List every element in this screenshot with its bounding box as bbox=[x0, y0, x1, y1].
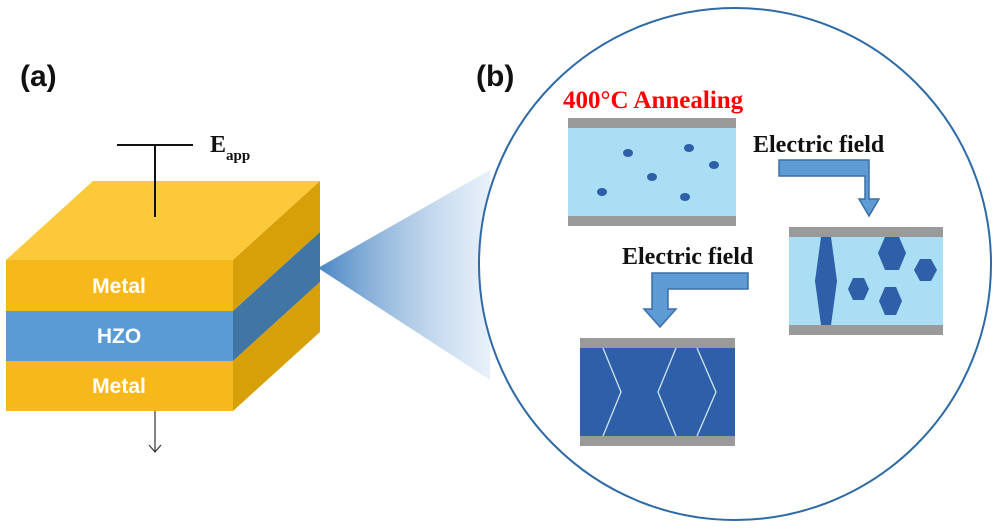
film-layer bbox=[568, 128, 736, 216]
ground-lead bbox=[148, 411, 162, 453]
electrode-top bbox=[580, 338, 735, 348]
metal-bottom-layer bbox=[6, 361, 233, 411]
metal-top-layer bbox=[6, 260, 233, 311]
metal-top-face bbox=[6, 181, 320, 260]
voltage-terminal bbox=[117, 144, 193, 217]
field-label-1: Electric field bbox=[753, 132, 885, 158]
electrode-top bbox=[568, 118, 736, 128]
film-switched bbox=[580, 338, 735, 446]
polar-domains bbox=[815, 237, 937, 325]
nucleation-sites bbox=[597, 144, 719, 201]
hzo-side bbox=[233, 232, 320, 361]
hzo-layer bbox=[6, 311, 233, 361]
electrode-top bbox=[789, 227, 943, 237]
electrode-bottom bbox=[580, 436, 735, 446]
voltage-label: Eapp bbox=[210, 132, 250, 164]
film-domain-growth bbox=[789, 227, 943, 335]
panel-label-a: (a) bbox=[20, 60, 57, 93]
field-arrow-1 bbox=[778, 159, 881, 218]
film-annealed bbox=[568, 118, 736, 226]
field-label-2: Electric field bbox=[622, 244, 754, 270]
annealing-label: 400°C Annealing bbox=[563, 87, 744, 114]
electrode-bottom bbox=[568, 216, 736, 226]
field-arrow-2 bbox=[642, 272, 749, 329]
metal-bottom-side bbox=[233, 282, 320, 411]
electrode-bottom bbox=[789, 325, 943, 335]
panel-label-b: (b) bbox=[476, 60, 514, 93]
domain-walls bbox=[602, 347, 717, 437]
metal-top-side bbox=[233, 181, 320, 311]
film-layer bbox=[789, 237, 943, 325]
metal-bottom-label: Metal bbox=[92, 375, 146, 398]
device-stack: Metal HZO Metal bbox=[6, 181, 320, 411]
metal-top-label: Metal bbox=[92, 275, 146, 298]
zoom-beam bbox=[318, 170, 490, 380]
hzo-label: HZO bbox=[97, 325, 141, 348]
